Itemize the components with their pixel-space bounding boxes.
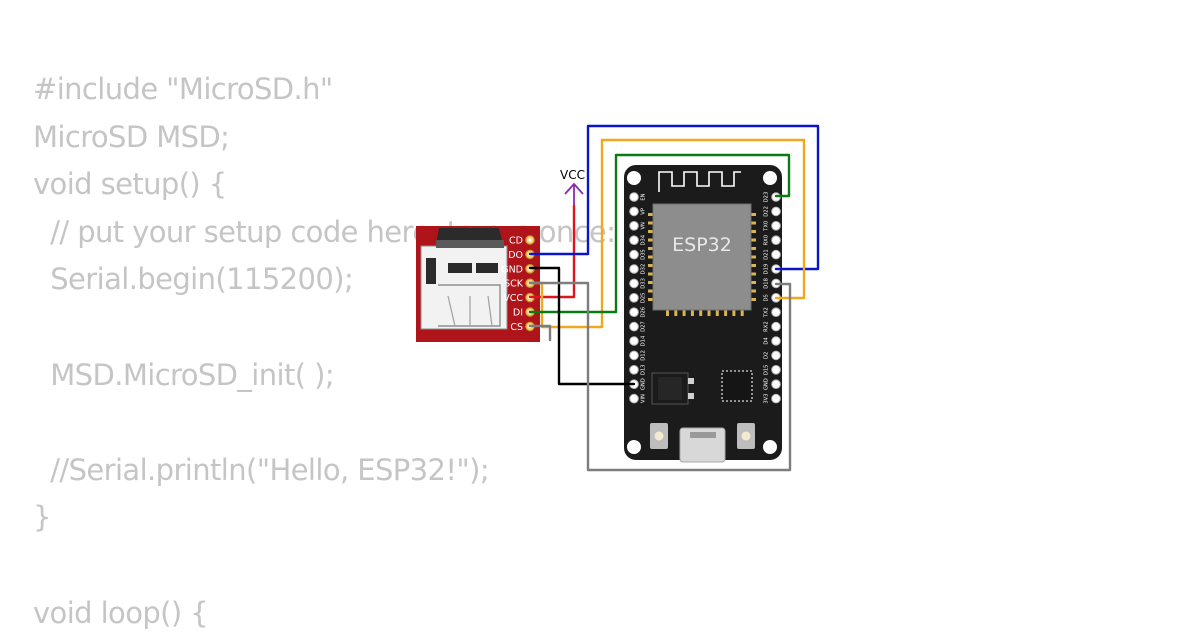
- esp32-pin[interactable]: [771, 221, 781, 231]
- esp32-pin[interactable]: [629, 365, 639, 375]
- vcc-label: VCC: [560, 168, 585, 182]
- sd-pin-label: CD: [509, 236, 523, 247]
- esp32-pin[interactable]: [771, 393, 781, 404]
- esp32-pin-label: D35: [641, 249, 647, 260]
- esp32-pin[interactable]: [629, 278, 639, 289]
- wire-vcc[interactable]: [528, 204, 576, 299]
- sd-pin-label: VCC: [503, 293, 523, 304]
- esp32-pin-label: GND: [764, 378, 770, 390]
- esp32-pin-label: D13: [641, 364, 647, 375]
- esp32-pin[interactable]: [629, 350, 639, 361]
- wire-cs-route[interactable]: [528, 281, 792, 472]
- wire-di[interactable]: [528, 153, 791, 314]
- esp32-pin-label: VP: [641, 208, 647, 215]
- esp32-pin[interactable]: [771, 379, 781, 390]
- esp32-pin-label: D19: [764, 264, 770, 275]
- vcc-power-symbol: VCC: [560, 168, 585, 206]
- esp32-pin-label: D2: [764, 352, 770, 359]
- esp32-pin-label: D25: [641, 292, 647, 303]
- esp32-pin[interactable]: [771, 307, 781, 318]
- sd-pin-label: SCK: [504, 279, 524, 290]
- esp32-pin[interactable]: [629, 249, 639, 260]
- esp32-pin-label: D21: [764, 249, 770, 260]
- esp32-pin-label: D27: [641, 321, 647, 332]
- esp32-pin-label: TX2: [764, 307, 770, 318]
- esp32-board[interactable]: ESP32: [624, 165, 782, 463]
- esp32-pin[interactable]: [629, 293, 639, 303]
- esp32-pin-label: D5: [764, 294, 770, 301]
- esp32-pin[interactable]: [771, 235, 781, 245]
- esp32-pin-label: D4: [764, 337, 770, 345]
- code-line: void setup() {: [33, 167, 227, 202]
- esp32-pin[interactable]: [771, 249, 781, 260]
- code-line: void loop() {: [33, 595, 209, 630]
- code-line: MSD.MicroSD_init( );: [33, 357, 334, 392]
- esp32-pin[interactable]: [629, 221, 639, 231]
- esp32-pin-label: GND: [641, 378, 647, 390]
- esp32-pin[interactable]: [771, 365, 781, 375]
- code-line: //Serial.println("Hello, ESP32!");: [33, 452, 489, 487]
- wire-gnd[interactable]: [528, 266, 636, 386]
- esp32-pin-label: D33: [641, 278, 647, 289]
- esp32-pin[interactable]: [771, 206, 781, 217]
- esp32-pin-label: D12: [641, 350, 647, 361]
- esp32-pin[interactable]: [629, 206, 639, 217]
- esp32-pin-label: D23: [764, 192, 770, 203]
- microsd-module[interactable]: [416, 226, 540, 342]
- esp32-pin-label: VIN: [641, 394, 647, 403]
- esp32-pin[interactable]: [771, 350, 781, 361]
- esp32-pin[interactable]: [629, 336, 639, 346]
- esp32-pin[interactable]: [629, 393, 639, 404]
- esp32-pin-label: D14: [641, 335, 647, 346]
- esp32-pin[interactable]: [629, 307, 639, 318]
- esp32-pin-label: VN: [641, 222, 647, 230]
- sd-pin-label: CS: [510, 322, 523, 333]
- esp32-pin[interactable]: [629, 321, 639, 332]
- wire-do[interactable]: [528, 124, 820, 271]
- esp32-pin-label: D18: [764, 278, 770, 289]
- esp32-pin-label: RX2: [764, 321, 770, 331]
- esp32-pin-label: TX0: [764, 221, 770, 232]
- code-line: #include "MicroSD.h": [33, 72, 333, 106]
- esp32-pin-label: 3V3: [764, 394, 770, 404]
- esp32-pin-label: D32: [641, 264, 647, 275]
- esp32-pin-label: EN: [641, 193, 647, 200]
- sd-pin-label: DO: [508, 250, 523, 261]
- esp32-chip-label: ESP32: [672, 234, 732, 256]
- esp32-pin[interactable]: [771, 321, 781, 332]
- wire-sck[interactable]: [528, 138, 806, 329]
- code-line: MicroSD MSD;: [33, 119, 230, 154]
- sd-pin-label: DI: [513, 308, 523, 319]
- esp32-pin-label: D22: [764, 206, 770, 217]
- esp32-pin-label: RX0: [764, 235, 770, 245]
- sd-pin-label: GND: [501, 264, 523, 275]
- esp32-pin[interactable]: [629, 192, 639, 202]
- sd-pin-hole: [528, 238, 532, 242]
- esp32-pin[interactable]: [629, 264, 639, 274]
- esp32-pin-label: D26: [641, 307, 647, 318]
- code-line: Serial.begin(115200);: [33, 262, 354, 297]
- esp32-pin[interactable]: [771, 336, 781, 346]
- code-line: }: [33, 500, 51, 535]
- esp32-pin[interactable]: [629, 235, 639, 245]
- esp32-pin-label: D34: [641, 234, 647, 245]
- esp32-pin-label: D15: [764, 364, 770, 375]
